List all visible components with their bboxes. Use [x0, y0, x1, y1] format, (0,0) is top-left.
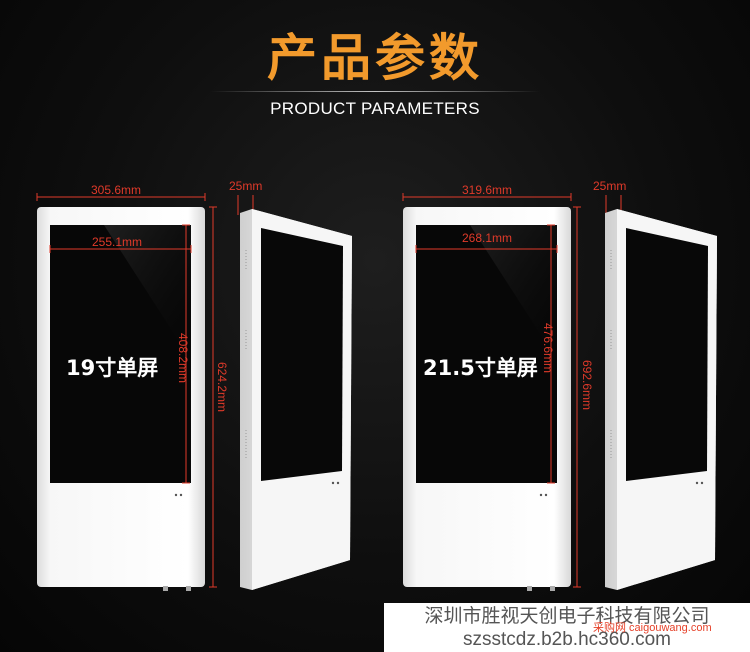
screen-size-label-19: 19寸单屏: [66, 356, 159, 380]
width-label-19: 305.6mm: [91, 183, 142, 197]
height-label-21: 692.6mm: [580, 360, 594, 411]
depth-label-19: 25mm: [229, 179, 263, 193]
device-21-side: [605, 209, 717, 590]
company-footer: 深圳市胜视天创电子科技有限公司 szsstcdz.b2b.hc360.com: [384, 603, 750, 652]
screen-height-label-21: 476.6mm: [541, 323, 555, 374]
page-title: 产品参数: [267, 29, 483, 87]
device-19-front: [37, 207, 205, 591]
screen-width-label-19: 255.1mm: [92, 235, 143, 249]
height-label-19: 624.2mm: [215, 362, 229, 413]
screen-width-label-21: 268.1mm: [462, 231, 513, 245]
dimension-lines-19: [36, 193, 254, 588]
dimension-lines-21: [402, 193, 622, 588]
screen-height-label-19: 408.2mm: [176, 333, 190, 384]
width-label-21: 319.6mm: [462, 183, 513, 197]
page-subtitle: PRODUCT PARAMETERS: [270, 99, 480, 118]
title-divider: [210, 91, 540, 92]
company-name: 深圳市胜视天创电子科技有限公司: [424, 606, 710, 627]
device-19-side: [240, 209, 352, 590]
company-website[interactable]: szsstcdz.b2b.hc360.com: [462, 629, 672, 650]
device-21-front: [403, 207, 571, 591]
depth-label-21: 25mm: [593, 179, 627, 193]
watermark-text: 采购网 caigouwang.com: [593, 622, 712, 634]
screen-size-label-21: 21.5寸单屏: [423, 356, 538, 380]
